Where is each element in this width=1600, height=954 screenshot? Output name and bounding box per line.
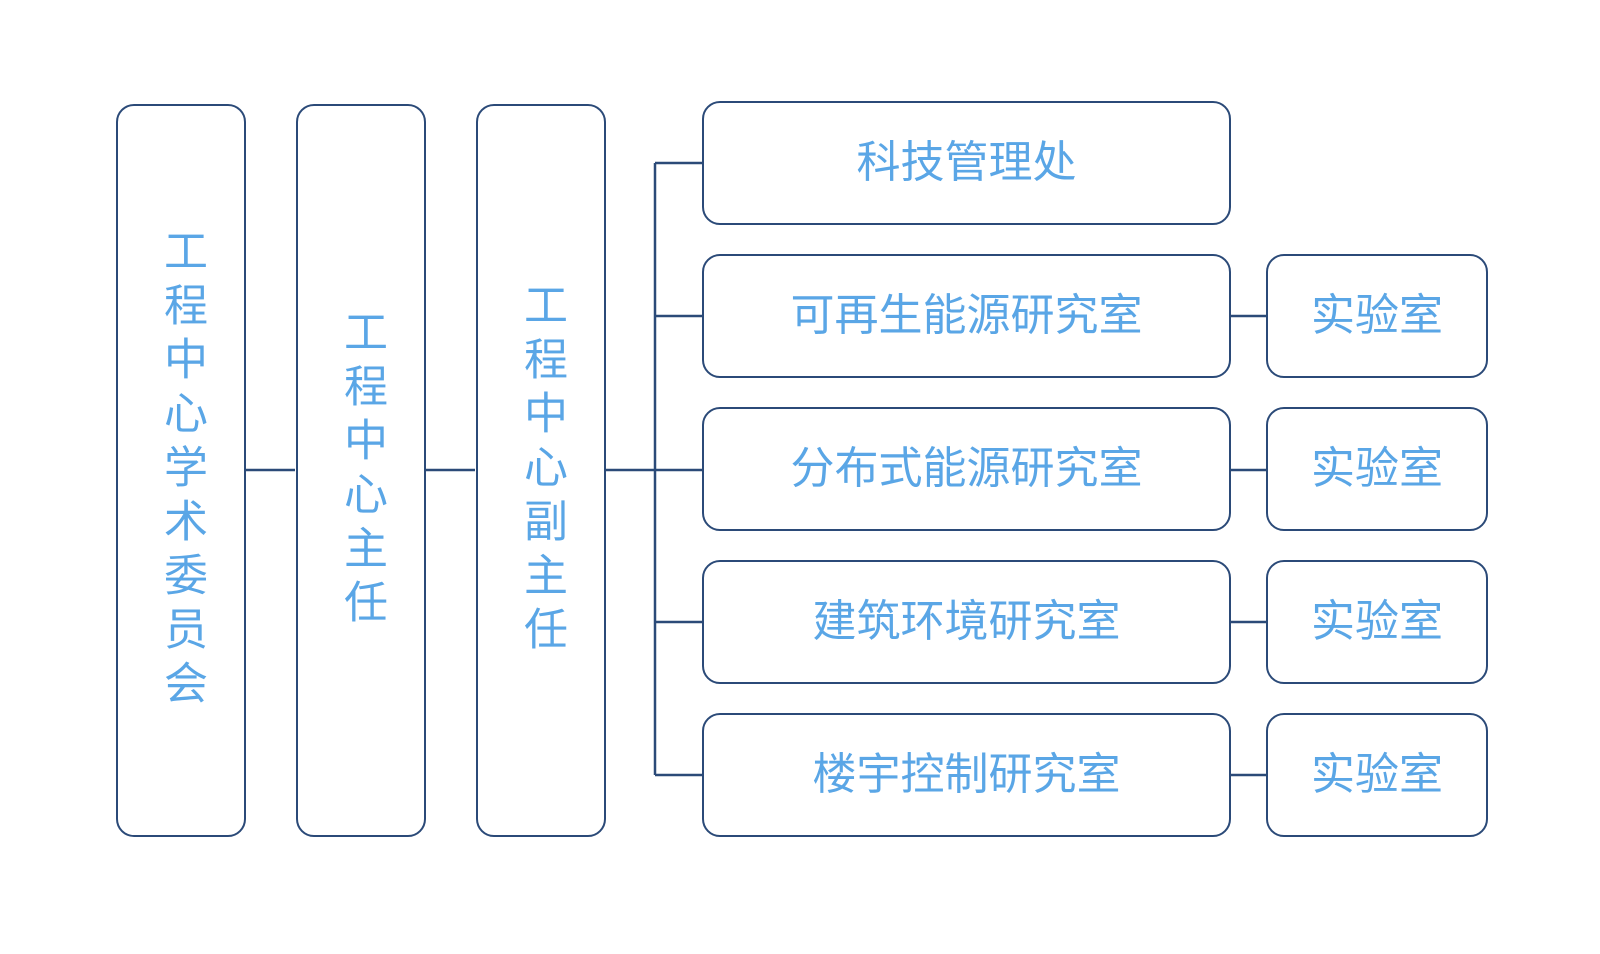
lab-label: 实验室 [1311,749,1443,800]
lab-box-1: 实验室 [1266,254,1488,378]
unit-label: 楼宇控制研究室 [812,749,1121,800]
deputy-director-label: 工程中心副主任 [516,281,567,660]
lab-label: 实验室 [1311,596,1443,647]
lab-label: 实验室 [1311,290,1443,341]
deputy-director-box: 工程中心副主任 [476,104,606,837]
unit-box-distributed-energy: 分布式能源研究室 [702,407,1231,531]
committee-label: 工程中心学术委员会 [156,227,207,714]
unit-box-building-control: 楼宇控制研究室 [702,713,1231,837]
director-box: 工程中心主任 [296,104,426,837]
unit-label: 科技管理处 [856,137,1077,188]
unit-label: 可再生能源研究室 [790,290,1143,341]
committee-box: 工程中心学术委员会 [116,104,246,837]
unit-label: 分布式能源研究室 [790,443,1143,494]
unit-label: 建筑环境研究室 [812,596,1121,647]
lab-box-3: 实验室 [1266,560,1488,684]
unit-box-tech-management: 科技管理处 [702,101,1231,225]
director-label: 工程中心主任 [336,308,387,633]
lab-box-4: 实验室 [1266,713,1488,837]
unit-box-renewable-energy: 可再生能源研究室 [702,254,1231,378]
lab-label: 实验室 [1311,443,1443,494]
lab-box-2: 实验室 [1266,407,1488,531]
unit-box-building-environment: 建筑环境研究室 [702,560,1231,684]
